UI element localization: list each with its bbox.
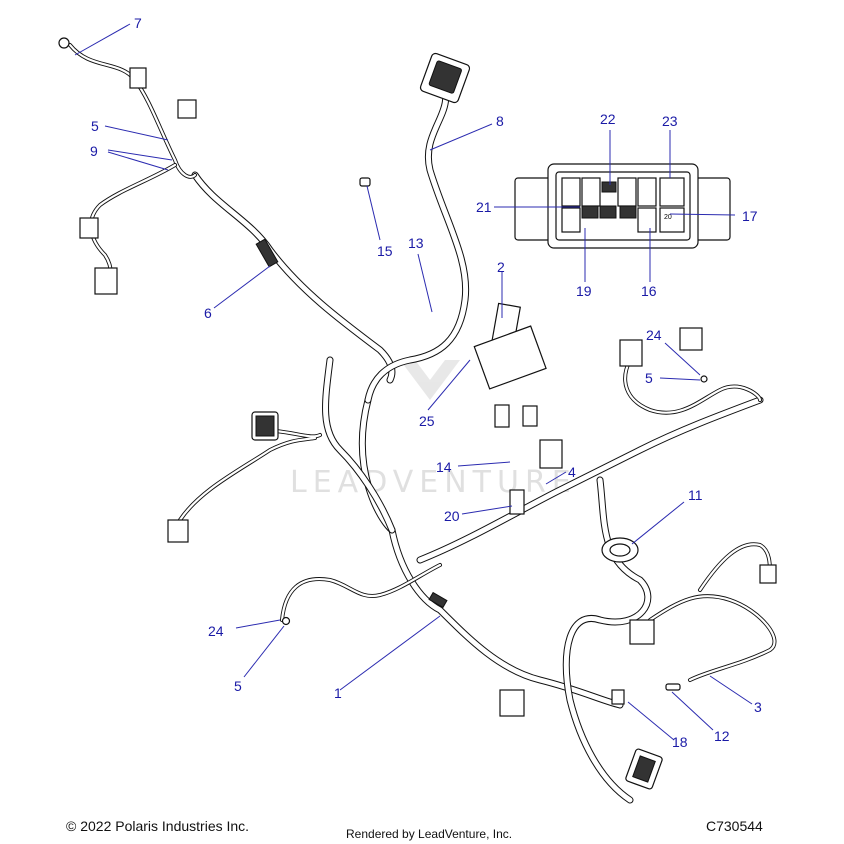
callout-5-top[interactable]: 5 xyxy=(645,370,653,386)
callout-20[interactable]: 20 xyxy=(444,508,460,524)
leader-lines xyxy=(74,23,753,741)
callout-6[interactable]: 5 xyxy=(91,118,99,134)
fuse-box: 20 xyxy=(514,163,731,249)
rendered-by-credit: Rendered by LeadVenture, Inc. xyxy=(346,827,513,841)
callout-10[interactable]: 9 xyxy=(90,143,98,159)
callout-13[interactable]: 13 xyxy=(408,235,424,251)
callout-18[interactable]: 18 xyxy=(672,734,688,750)
callout-4[interactable]: 4 xyxy=(568,464,576,480)
callout-5-bottom[interactable]: 5 xyxy=(234,678,242,694)
callout-12[interactable]: 12 xyxy=(714,728,730,744)
callout-2[interactable]: 2 xyxy=(497,259,505,275)
callout-19[interactable]: 19 xyxy=(576,283,592,299)
callout-23[interactable]: 23 xyxy=(662,113,678,129)
copyright-notice: © 2022 Polaris Industries Inc. xyxy=(66,818,250,834)
callout-14[interactable]: 14 xyxy=(436,459,452,475)
callout-1[interactable]: 1 xyxy=(334,685,342,701)
watermark-text: LEADVENTURE xyxy=(290,465,577,500)
callout-17[interactable]: 17 xyxy=(742,208,758,224)
fuse-slot-label: 20 xyxy=(664,214,672,221)
wiring-harness xyxy=(68,43,777,804)
callout-9[interactable]: 8 xyxy=(496,113,504,129)
callout-11[interactable]: 11 xyxy=(688,487,703,503)
callout-24-top[interactable]: 24 xyxy=(646,327,662,343)
leadventure-watermark: LEADVENTURE xyxy=(290,360,577,500)
callout-7[interactable]: 6 xyxy=(204,305,212,321)
callout-24-bottom[interactable]: 24 xyxy=(208,623,224,639)
diagram-code: C730544 xyxy=(706,818,763,834)
callout-21[interactable]: 21 xyxy=(476,199,492,215)
harness-connectors xyxy=(58,37,777,790)
callout-25[interactable]: 25 xyxy=(419,413,435,429)
callout-labels: 7 5 9 6 8 15 13 2 25 22 23 21 17 19 16 2… xyxy=(90,15,762,750)
callout-16[interactable]: 16 xyxy=(641,283,657,299)
callout-8[interactable]: 7 xyxy=(134,15,142,31)
callout-15[interactable]: 15 xyxy=(377,243,393,259)
callout-22[interactable]: 22 xyxy=(600,111,616,127)
callout-3[interactable]: 3 xyxy=(754,699,762,715)
